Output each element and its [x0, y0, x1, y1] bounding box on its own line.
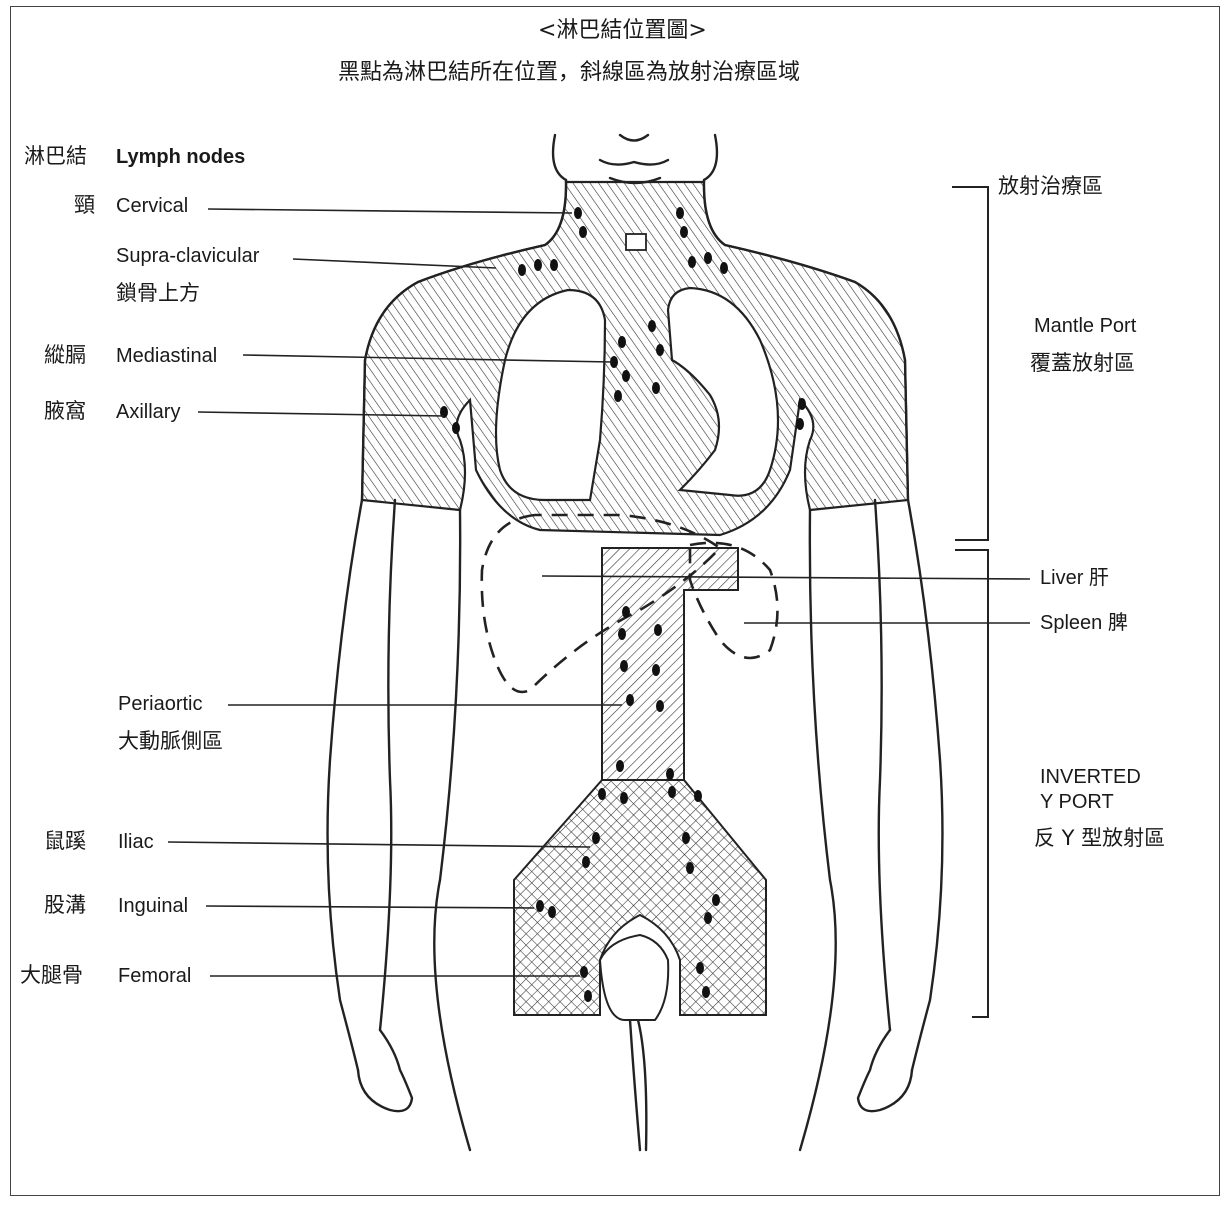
inverted-en-2: Y PORT	[1040, 790, 1114, 814]
left-arm-outer	[328, 500, 362, 1070]
mouth	[600, 160, 668, 165]
mantle-zh: 覆蓋放射區	[1030, 351, 1135, 375]
left-side	[434, 510, 470, 1150]
neck-block	[626, 234, 646, 250]
head-left	[553, 135, 566, 180]
mediastinal-en: Mediastinal	[116, 344, 217, 368]
periaortic-en: Periaortic	[118, 692, 202, 716]
inverted-zh: 反 Y 型放射區	[1034, 826, 1165, 850]
supraclavicular-en: Supra-clavicular	[116, 244, 259, 268]
inverted-en-1: INVERTED	[1040, 765, 1141, 789]
head-right	[704, 135, 717, 180]
supraclavicular-zh: 鎖骨上方	[116, 281, 200, 305]
header-en: Lymph nodes	[116, 145, 245, 169]
figure-title: <淋巴結位置圖>	[538, 19, 707, 43]
axillary-en: Axillary	[116, 400, 180, 424]
iliac-en: Iliac	[118, 830, 154, 854]
cervical-zh: 頸	[74, 193, 95, 217]
scrotum	[600, 935, 668, 1020]
right-arm-outer	[908, 500, 942, 1070]
header-zh: 淋巴結	[24, 144, 87, 168]
groin-left	[630, 1020, 640, 1150]
liver-label: Liver 肝	[1040, 566, 1109, 590]
left-arm-inner	[380, 500, 395, 1030]
mantle-en: Mantle Port	[1034, 314, 1136, 338]
left-hand	[358, 1030, 412, 1111]
figure-subtitle: 黑點為淋巴結所在位置，斜線區為放射治療區域	[338, 61, 800, 85]
axillary-zh: 腋窩	[44, 399, 86, 423]
femoral-en: Femoral	[118, 964, 191, 988]
brackets	[952, 187, 988, 1017]
femoral-zh: 大腿骨	[20, 963, 83, 987]
iliac-zh: 鼠蹊	[44, 829, 86, 853]
mantle-zh-top: 放射治療區	[998, 174, 1103, 198]
chin	[620, 135, 648, 141]
right-side	[800, 510, 836, 1150]
spleen-label: Spleen 脾	[1040, 611, 1128, 635]
right-arm-inner	[875, 500, 890, 1030]
mediastinal-zh: 縱膈	[44, 343, 86, 367]
inguinal-zh: 股溝	[44, 893, 86, 917]
inguinal-en: Inguinal	[118, 894, 188, 918]
periaortic-zh: 大動脈側區	[118, 729, 223, 753]
right-hand	[858, 1030, 912, 1111]
cervical-en: Cervical	[116, 194, 188, 218]
